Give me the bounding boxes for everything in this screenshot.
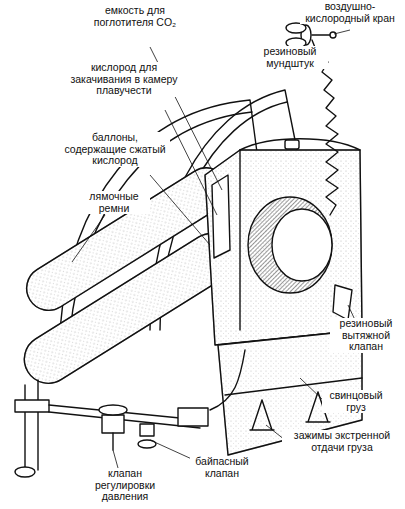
- pressure-regulator: [99, 405, 127, 450]
- callout-label: кислород для закачивания в камеру плавуч…: [62, 62, 186, 97]
- callout-label: зажимы экстренной отдачи груза: [282, 430, 402, 453]
- callout-label: клапан регулировки давления: [82, 468, 168, 503]
- bypass-valve: [138, 424, 156, 448]
- exhaust-valve: [333, 285, 352, 320]
- callout-label: лямочные ремни: [78, 191, 150, 214]
- callout-label: баллоны, содержащие сжатый кислород: [60, 132, 170, 167]
- backpack-housing: [205, 150, 362, 345]
- breathing-bag: [248, 197, 332, 293]
- callout-label: емкость для поглотителя CO₂: [80, 5, 190, 28]
- callout-label: резиновый вытяжной клапан: [330, 318, 402, 353]
- mouthpiece: [286, 23, 336, 48]
- callout-label: воздушно-кислородный кран: [300, 1, 400, 24]
- breathing-hose: [318, 55, 338, 215]
- callout-label: резиновый мундштук: [252, 46, 328, 69]
- callout-label: свинцовый груз: [322, 390, 390, 413]
- release-clip: [250, 400, 274, 430]
- callout-label: байпасный клапан: [190, 456, 254, 479]
- cylinder-manifold: [15, 380, 200, 477]
